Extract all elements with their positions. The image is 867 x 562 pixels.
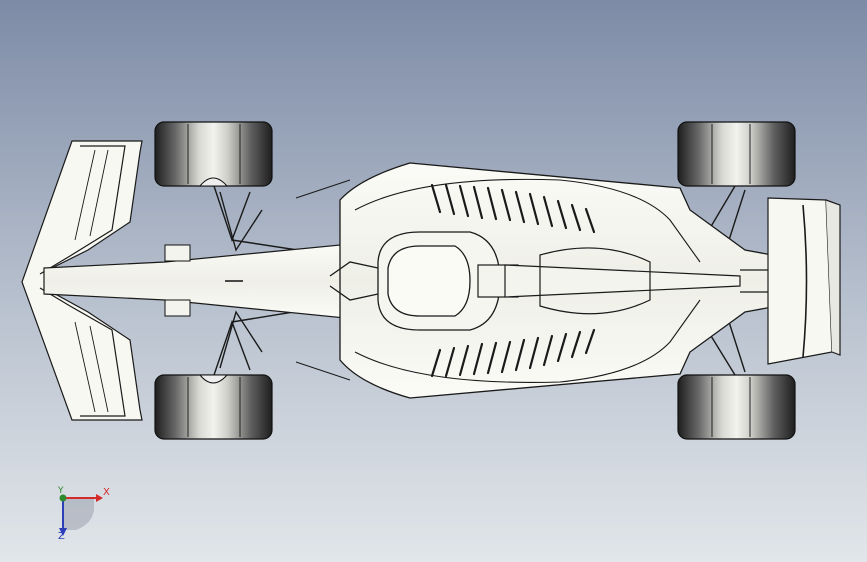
rear-left-wheel	[677, 121, 796, 187]
front-left-wheel	[154, 121, 273, 187]
sidepod-louvres	[430, 183, 596, 378]
front-wing	[21, 140, 143, 421]
z-axis-label: Z	[58, 531, 65, 542]
front-right-wheel	[154, 374, 273, 440]
engine-cover	[477, 247, 808, 315]
y-axis-dot	[59, 494, 67, 502]
z-axis-arrowhead	[59, 528, 67, 536]
rear-right-wheel	[677, 374, 796, 440]
x-axis-label: X	[103, 487, 110, 498]
y-axis-label: Y	[58, 486, 64, 496]
nose-cone	[43, 244, 346, 319]
x-axis-arrowhead	[96, 494, 103, 502]
rear-wing	[767, 197, 841, 365]
coordinate-triad	[59, 494, 103, 536]
cockpit-halo	[329, 231, 501, 331]
